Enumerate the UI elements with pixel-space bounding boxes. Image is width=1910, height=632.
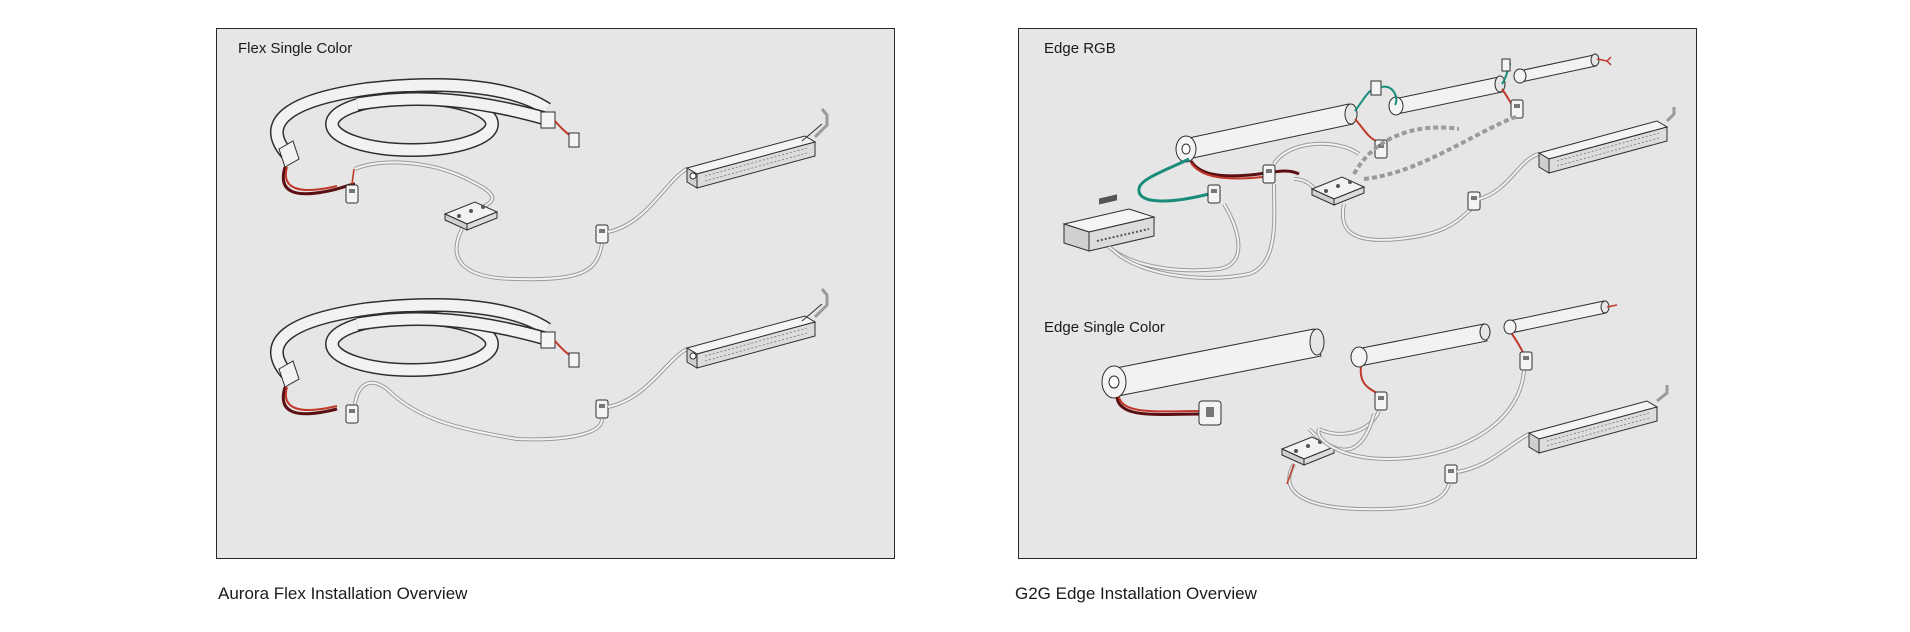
edge-single-color-system [1101, 300, 1669, 512]
flex-single-color-title: Flex Single Color [238, 40, 353, 57]
edge-rgb-system [1062, 53, 1676, 280]
g2g-edge-diagram-panel: Edge RGB Edge Single Color [1018, 28, 1697, 559]
g2g-edge-caption: G2G Edge Installation Overview [1015, 584, 1257, 603]
aurora-flex-caption: Aurora Flex Installation Overview [218, 584, 468, 603]
flex-system-top [270, 78, 829, 282]
flex-system-bottom [270, 288, 829, 442]
edge-rgb-title: Edge RGB [1044, 40, 1116, 57]
rgb-controller [1062, 194, 1156, 252]
edge-installation-illustration [1062, 53, 1676, 512]
flex-installation-illustration [270, 78, 829, 442]
aurora-flex-diagram-panel: Flex Single Color [216, 28, 895, 559]
edge-single-color-title: Edge Single Color [1044, 319, 1165, 336]
